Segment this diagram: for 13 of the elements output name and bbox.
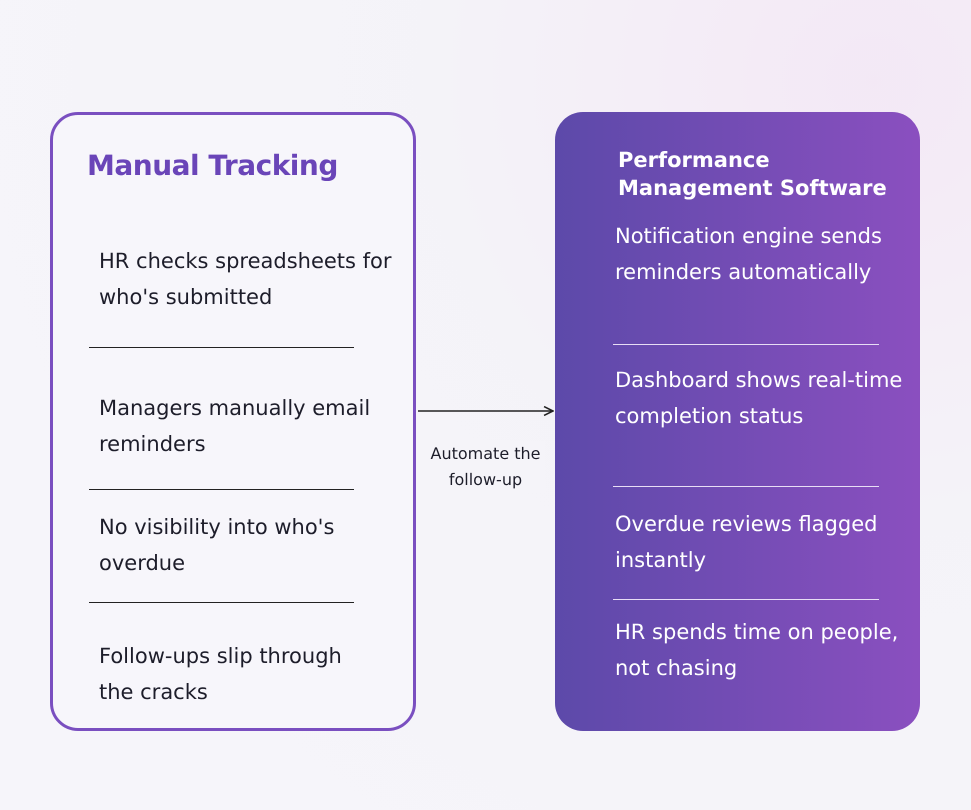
card-title: Manual Tracking — [87, 149, 339, 182]
card-title: Performance Management Software — [618, 147, 888, 202]
list-item: Notification engine sends reminders automatically — [615, 218, 905, 290]
list-item: Follow-ups slip through the cracks — [99, 638, 379, 710]
card-panel — [50, 112, 416, 731]
list-item: Dashboard shows real-time completion status — [615, 362, 905, 434]
arrow — [418, 406, 554, 416]
list-item: Overdue reviews flagged instantly — [615, 506, 905, 578]
list-item: HR spends time on people, not chasing — [615, 614, 905, 686]
card-panel — [555, 112, 920, 731]
list-item: HR checks spreadsheets for who's submitted — [99, 243, 399, 315]
list-item: Managers manually email reminders — [99, 390, 379, 462]
list-item: No visibility into who's overdue — [99, 509, 379, 581]
